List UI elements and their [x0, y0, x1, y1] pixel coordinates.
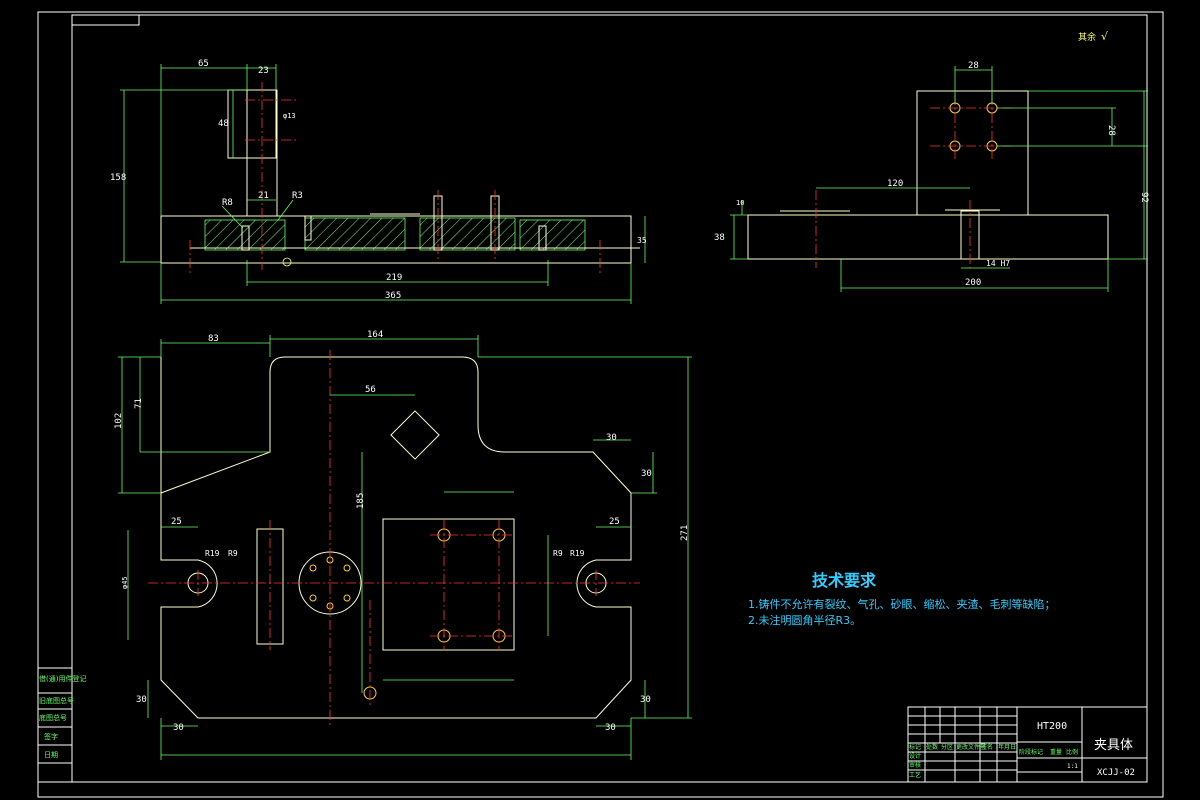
left-strip-table: 借(通)用件登记 旧底图总号 底图总号 签字 日期: [37, 667, 86, 783]
svg-text:R8: R8: [222, 198, 233, 208]
plan-view: 83 164 71 102 30 30 25 25 185 56 271 R19…: [114, 330, 692, 760]
svg-text:185: 185: [356, 493, 366, 509]
svg-text:10: 10: [736, 199, 744, 207]
svg-text:更改文件号: 更改文件号: [956, 743, 986, 751]
svg-text:R9: R9: [553, 549, 563, 558]
svg-text:标记: 标记: [909, 743, 921, 751]
svg-text:164: 164: [367, 330, 383, 340]
svg-text:30: 30: [641, 469, 652, 479]
svg-text:48: 48: [218, 119, 229, 129]
scale: 1:1: [1067, 763, 1078, 770]
svg-text:38: 38: [714, 233, 725, 243]
svg-text:年月日: 年月日: [998, 743, 1016, 751]
svg-text:比例: 比例: [1066, 748, 1078, 756]
svg-text:底图总号: 底图总号: [39, 713, 67, 722]
svg-text:102: 102: [114, 413, 124, 429]
svg-text:14 H7: 14 H7: [986, 259, 1010, 268]
svg-text:30: 30: [606, 433, 617, 443]
svg-text:28: 28: [1106, 125, 1116, 136]
svg-text:65: 65: [198, 59, 209, 69]
part-name: 夹具体: [1094, 738, 1133, 753]
side-view: 28 28 92 120 38 10 14 H7 200: [714, 61, 1149, 292]
svg-text:阶段标记: 阶段标记: [1019, 748, 1043, 756]
svg-text:日期: 日期: [44, 751, 58, 759]
svg-text:旧底图总号: 旧底图总号: [39, 696, 74, 705]
svg-text:R19: R19: [570, 549, 585, 558]
svg-text:φ13: φ13: [283, 112, 296, 120]
svg-text:重量: 重量: [1050, 748, 1062, 756]
svg-text:25: 25: [609, 517, 620, 527]
svg-text:签字: 签字: [44, 732, 58, 741]
front-view: 65 23 48 φ13 158 21 R8 R3 35 219 365: [110, 59, 647, 304]
svg-text:签名: 签名: [981, 743, 993, 751]
svg-text:借(通)用件登记: 借(通)用件登记: [39, 674, 86, 683]
svg-text:219: 219: [386, 273, 402, 283]
svg-text:120: 120: [887, 179, 903, 189]
svg-text:158: 158: [110, 173, 126, 183]
svg-text:271: 271: [680, 525, 690, 541]
svg-text:200: 200: [965, 278, 981, 288]
title-block: 标记 处数 分区 更改文件号 签名 年月日 设计 审核 工艺 阶段标记 重量 比…: [907, 706, 1148, 783]
tech-req-line-2: 2.未注明圆角半径R3。: [748, 613, 861, 627]
svg-text:35: 35: [637, 236, 647, 245]
drawing-number: XCJJ-02: [1097, 768, 1135, 778]
tech-req-line-1: 1.铸件不允许有裂纹、气孔、砂眼、缩松、夹渣、毛刺等缺陷；: [748, 597, 1056, 611]
svg-text:30: 30: [136, 695, 147, 705]
svg-text:30: 30: [173, 723, 184, 733]
svg-text:√: √: [1101, 30, 1109, 43]
svg-text:21: 21: [258, 191, 269, 201]
svg-text:56: 56: [365, 385, 376, 395]
svg-text:R9: R9: [228, 549, 238, 558]
svg-text:71: 71: [134, 398, 144, 409]
svg-text:设计: 设计: [909, 752, 921, 760]
drawing-frame: [37, 11, 1164, 798]
svg-text:其余: 其余: [1078, 31, 1096, 43]
svg-text:23: 23: [258, 66, 269, 76]
technical-requirements: 技术要求 1.铸件不允许有裂纹、气孔、砂眼、缩松、夹渣、毛刺等缺陷； 2.未注明…: [748, 571, 1056, 627]
svg-text:分区: 分区: [941, 743, 953, 751]
svg-text:审核: 审核: [909, 761, 921, 769]
svg-text:φ45: φ45: [121, 576, 129, 589]
svg-text:30: 30: [605, 723, 616, 733]
svg-text:R3: R3: [292, 191, 303, 201]
roughness-note: 其余 √: [1078, 30, 1109, 43]
svg-text:30: 30: [640, 695, 651, 705]
material: HT200: [1037, 721, 1067, 732]
svg-text:R19: R19: [205, 549, 220, 558]
svg-text:处数: 处数: [926, 743, 938, 751]
svg-text:83: 83: [208, 334, 219, 344]
svg-text:28: 28: [968, 61, 979, 71]
svg-text:工艺: 工艺: [909, 771, 921, 779]
svg-text:92: 92: [1139, 192, 1149, 203]
tech-req-title: 技术要求: [812, 571, 877, 590]
svg-text:365: 365: [385, 291, 401, 301]
svg-text:25: 25: [171, 517, 182, 527]
